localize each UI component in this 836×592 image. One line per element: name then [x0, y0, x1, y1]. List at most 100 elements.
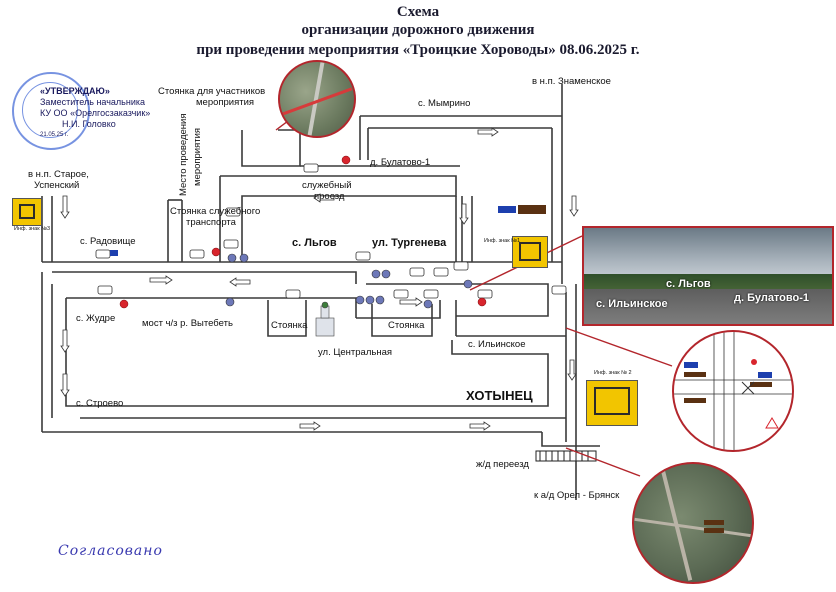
inset-scheme-circle — [672, 330, 794, 452]
label-parking-a: Стоянка — [271, 320, 308, 331]
blue-sign-1 — [110, 250, 118, 256]
arrow-right-3 — [299, 421, 321, 431]
label-service-pass-2: проезд — [314, 191, 345, 202]
car-13 — [551, 285, 567, 295]
label-service-pass-1: служебный — [302, 180, 352, 191]
arrow-vert-4 — [459, 203, 469, 225]
approval-date: 21.05.25 г. — [40, 132, 69, 138]
label-orel-bryansk: к а/д Орел - Брянск — [534, 490, 620, 501]
label-event-place-2: мероприятия — [192, 127, 203, 186]
car-2 — [189, 249, 205, 259]
car-5 — [409, 267, 425, 277]
arrow-left-1 — [149, 275, 173, 285]
road-stoyanka-a — [267, 300, 307, 337]
no-entry-sign-2 — [477, 297, 487, 307]
car-8 — [97, 285, 113, 295]
diagram-title-line-1: Схема — [396, 4, 440, 20]
label-bridge: мост ч/з р. Вытебеть — [142, 318, 233, 329]
blue-sign-2 — [498, 206, 516, 213]
church-icon — [315, 301, 335, 337]
label-turgeneva: ул. Тургенева — [372, 237, 447, 249]
control-point-2 — [239, 253, 249, 263]
label-radovishe: с. Радовище — [80, 236, 136, 247]
label-staroe-2: Успенский — [34, 180, 80, 191]
control-point-3 — [371, 269, 381, 279]
road-top-inner — [52, 271, 357, 284]
control-point-10 — [423, 299, 433, 309]
control-point-4 — [381, 269, 391, 279]
arrow-vert-6 — [567, 359, 577, 381]
arrow-vert-2 — [60, 329, 70, 353]
arrow-vert-3 — [60, 373, 70, 397]
photo-road — [584, 289, 832, 324]
car-1 — [95, 249, 111, 259]
info-sign-2-caption: Инф. знак № 2 — [594, 370, 632, 376]
car-4 — [355, 251, 371, 261]
arrow-right-2 — [477, 127, 499, 137]
approval-stamp — [12, 72, 90, 150]
label-rail-crossing: ж/д переезд — [476, 459, 529, 470]
car-10 — [393, 289, 409, 299]
label-khotynets: ХОТЫНЕЦ — [466, 388, 533, 403]
control-point-5 — [355, 295, 365, 305]
photo-label-bulatovo: д. Булатово-1 — [734, 292, 810, 304]
arrow-vert-5 — [569, 195, 579, 217]
agreement-signature: Согласовано — [58, 543, 163, 559]
approval-line-1: Заместитель начальника — [40, 97, 146, 107]
road-ilinskoe-top — [456, 283, 549, 317]
road-khotynets-top — [66, 297, 357, 318]
no-entry-sign-3 — [341, 155, 351, 165]
car-6 — [433, 267, 449, 277]
arrow-right-1 — [399, 297, 423, 307]
label-lgov: с. Льгов — [292, 237, 337, 249]
info-sign-3-caption: Инф. знак №3 — [14, 226, 51, 232]
label-parking-participants-2: мероприятия — [196, 97, 255, 108]
arrow-vert-1 — [60, 195, 70, 219]
inset-scheme-drawing — [674, 332, 792, 450]
control-point-7 — [375, 295, 385, 305]
arrow-right-4 — [469, 421, 491, 431]
label-ilinskoe: с. Ильинское — [468, 339, 526, 350]
diagram-title-line-2: организации дорожного движения — [301, 22, 535, 38]
rail-crossing — [535, 450, 597, 462]
leader-line-low — [565, 447, 641, 477]
control-point-1 — [227, 253, 237, 263]
approval-line-3: Н.И. Головко — [62, 119, 116, 129]
car-7 — [453, 261, 469, 271]
leader-line-mid — [565, 327, 673, 367]
info-sign-2 — [586, 380, 638, 426]
info-sign-1-caption: Инф. знак №1 — [484, 238, 521, 244]
label-stroevo: с. Строево — [76, 398, 124, 409]
car-12 — [477, 289, 493, 299]
arrow-left-3 — [313, 193, 335, 203]
car-9 — [285, 289, 301, 299]
inset-satellite-top — [278, 60, 356, 138]
label-bulatovo: д. Булатово-1 — [370, 157, 431, 168]
car-11 — [423, 289, 439, 299]
info-sign-1 — [512, 236, 548, 268]
photo-label-lgov: с. Льгов — [666, 278, 711, 290]
no-entry-sign-4 — [211, 247, 221, 257]
car-3 — [223, 239, 239, 249]
road-bottom-link — [541, 432, 600, 447]
info-sign-3 — [12, 198, 42, 226]
label-znamenskoe: в н.п. Знаменское — [532, 76, 611, 87]
label-event-place-1: Место проведения — [178, 113, 189, 196]
no-entry-sign-1 — [119, 299, 129, 309]
brown-sign-1 — [518, 205, 546, 214]
label-parking-participants-1: Стоянка для участников — [158, 86, 266, 97]
approval-block: «УТВЕРЖДАЮ» Заместитель начальника КУ ОО… — [40, 86, 150, 141]
inset-satellite-bottom — [632, 462, 754, 584]
arrow-left-2 — [229, 277, 251, 287]
car-14 — [303, 163, 319, 173]
label-parking-b: Стоянка — [388, 320, 425, 331]
road-stoyanka-b — [371, 304, 433, 337]
label-staroe-1: в н.п. Старое, — [28, 169, 89, 180]
approval-heading: «УТВЕРЖДАЮ» — [40, 86, 110, 96]
road-photo-inset: с. Льгов с. Ильинское д. Булатово-1 — [582, 226, 834, 326]
label-zhudre: с. Жудре — [76, 313, 116, 324]
photo-label-ilinskoe: с. Ильинское — [596, 298, 668, 310]
control-point-8 — [225, 297, 235, 307]
label-centralnaya: ул. Центральная — [318, 347, 393, 358]
